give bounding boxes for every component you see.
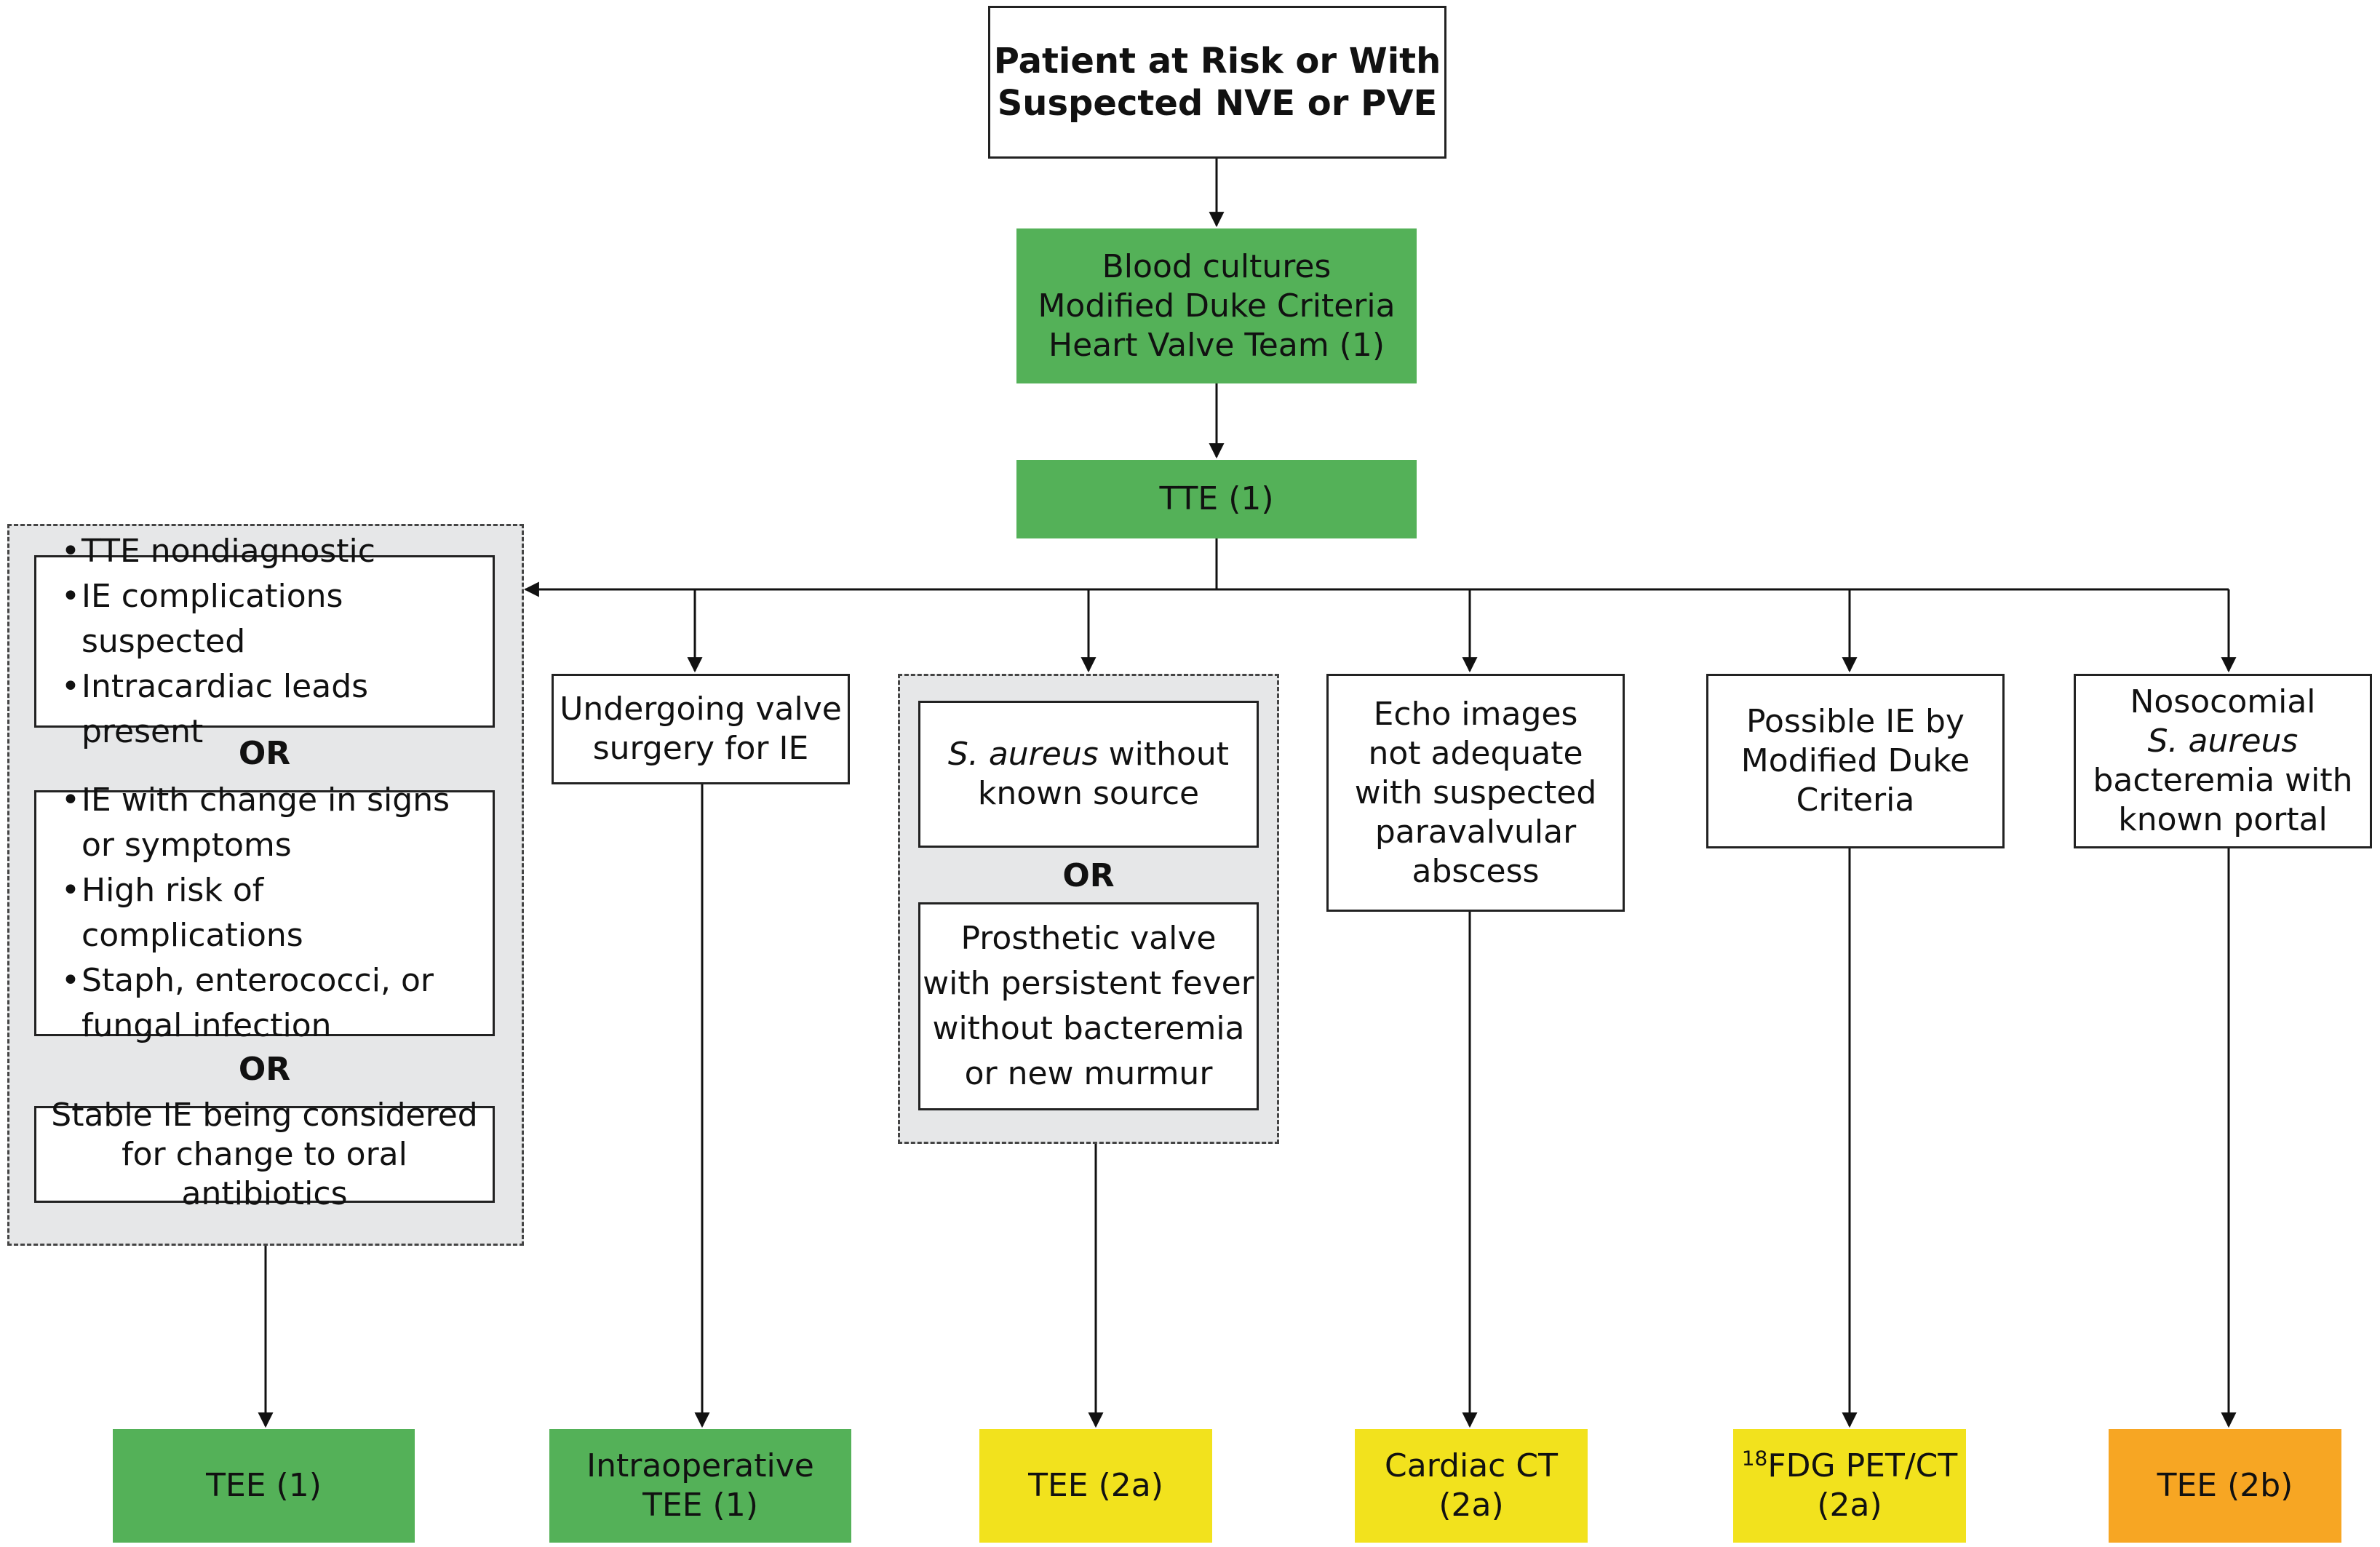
col1-criteria-box-3: Stable IE being considered for change to… [34,1097,495,1212]
workup-line1: Blood cultures [1102,247,1332,285]
col1-box3-line1: Stable IE being considered [51,1096,478,1134]
col5-outcome-line1: FDG PET/CT [1767,1447,1958,1484]
col5-line2: Modified Duke [1740,742,1970,779]
col4-criteria-box: Echo images not adequate with suspected … [1326,674,1625,912]
col1-criteria-list-2: IE with change in signs or symptoms High… [51,778,478,1049]
col2-criteria-box: Undergoing valve surgery for IE [552,674,850,784]
col4-line2: not adequate [1368,734,1583,772]
col5-outcome-sup: 18 [1741,1446,1768,1471]
col4-line3: with suspected [1354,774,1597,811]
list-item: Staph, enterococci, or fungal infection [51,958,478,1049]
col3-box1-italic: S. aureus [947,736,1099,773]
col6-line2: S. aureus [2147,723,2299,760]
col5-line1: Possible IE by [1746,703,1965,740]
col1-or-1: OR [238,735,291,772]
workup-line3: Heart Valve Team (1) [1048,326,1385,364]
col4-line4: paravalvular [1374,813,1577,851]
col1-or-2: OR [238,1051,291,1088]
col3-criteria-box-2: Prosthetic valve with persistent fever w… [918,902,1259,1110]
col5-outcome-line2: (2a) [1817,1487,1882,1524]
workup-box: Blood cultures Modified Duke Criteria He… [1016,228,1417,383]
col2-outcome: Intraoperative TEE (1) [549,1429,851,1543]
col2-outcome-line1: Intraoperative [586,1447,814,1484]
start-box-line2: Suspected NVE or PVE [997,83,1438,124]
col4-outcome-line1: Cardiac CT [1385,1447,1558,1484]
col2-line2: surgery for IE [592,730,809,767]
col3-or: OR [1062,857,1115,894]
col6-line4: known portal [2118,801,2328,838]
col1-outcome: TEE (1) [113,1429,415,1543]
col6-outcome-label: TEE (2b) [2157,1467,2293,1504]
col3-outcome-label: TEE (2a) [1028,1467,1163,1504]
col3-criteria-box-1: S. aureus without known source [918,701,1259,848]
col3-box1-rest: without [1098,736,1230,773]
col1-criteria-list-1: TTE nondiagnostic IE complications suspe… [51,529,478,755]
col3-box2-line1: Prosthetic valve [960,920,1217,957]
list-item: High risk of complications [51,868,478,958]
tte-label: TTE (1) [1159,480,1274,517]
col1-box3-line2: for change to oral antibiotics [122,1135,407,1212]
list-item: TTE nondiagnostic [51,529,478,574]
start-box-line1: Patient at Risk or With [993,41,1441,81]
col6-criteria-box: Nosocomial S. aureus bacteremia with kno… [2074,674,2372,848]
col1-criteria-box-2: IE with change in signs or symptoms High… [34,778,495,1044]
start-box: Patient at Risk or With Suspected NVE or… [988,6,1446,159]
col6-line1: Nosocomial [2130,683,2316,720]
col2-line1: Undergoing valve [560,691,842,728]
col3-box2-line4: or new murmur [964,1055,1213,1092]
col3-outcome: TEE (2a) [979,1429,1212,1543]
list-item: IE with change in signs or symptoms [51,778,478,868]
col1-criteria-box-1: TTE nondiagnostic IE complications suspe… [34,529,495,750]
col5-criteria-box: Possible IE by Modified Duke Criteria [1706,674,2005,848]
col6-outcome: TEE (2b) [2109,1429,2341,1543]
col3-box1-line2: known source [977,775,1200,812]
tte-box: TTE (1) [1016,460,1417,538]
col1-outcome-label: TEE (1) [206,1467,322,1504]
col2-outcome-line2: TEE (1) [642,1487,758,1524]
col4-outcome: Cardiac CT (2a) [1355,1429,1588,1543]
col5-line3: Criteria [1796,782,1915,819]
col4-line1: Echo images [1373,695,1578,733]
col6-line3: bacteremia with [2093,762,2353,799]
list-item: Intracardiac leads present [51,664,478,755]
col3-box2-line2: with persistent fever [923,965,1254,1002]
col3-box2-line3: without bacteremia [932,1010,1245,1047]
col4-outcome-line2: (2a) [1438,1487,1504,1524]
workup-line2: Modified Duke Criteria [1038,287,1396,325]
col5-outcome: 18FDG PET/CT (2a) [1733,1429,1966,1543]
col4-line5: abscess [1412,852,1540,890]
list-item: IE complications suspected [51,574,478,664]
